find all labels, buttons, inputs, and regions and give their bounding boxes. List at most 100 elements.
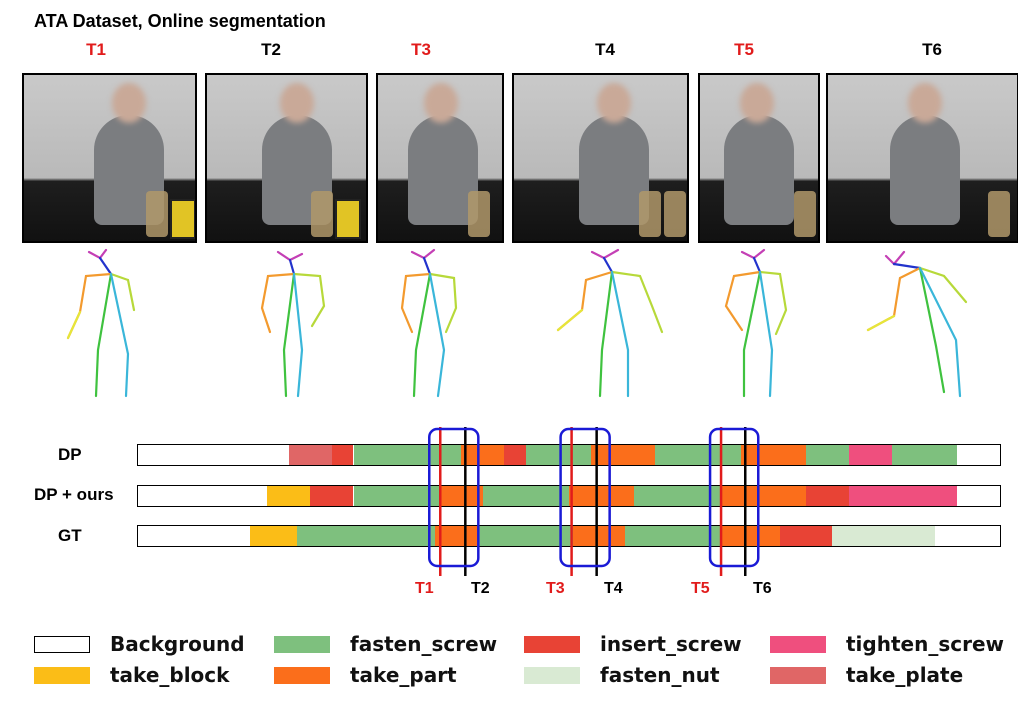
legend-fasten-screw: fasten_screw bbox=[274, 632, 497, 656]
segment-fasten-screw bbox=[353, 445, 462, 465]
jar-object bbox=[639, 191, 661, 237]
marker-label-t4: T4 bbox=[604, 580, 623, 597]
segment-background bbox=[956, 445, 1000, 465]
segment-take-part bbox=[573, 526, 626, 546]
skeleton-t5 bbox=[724, 248, 788, 398]
video-frame-t2 bbox=[205, 73, 368, 243]
time-label-t3: T3 bbox=[411, 40, 431, 59]
row-label-dp-ours: DP + ours bbox=[34, 485, 114, 504]
legend-swatch bbox=[274, 635, 330, 653]
legend-swatch bbox=[770, 666, 826, 684]
video-frame-t1 bbox=[22, 73, 197, 243]
person-figure bbox=[890, 115, 960, 225]
legend-label: take_part bbox=[350, 663, 457, 687]
segment-fasten-screw bbox=[297, 526, 436, 546]
legend-tighten-screw: tighten_screw bbox=[770, 632, 1004, 656]
legend-swatch bbox=[770, 635, 826, 653]
legend-take-block: take_block bbox=[34, 663, 229, 687]
legend-label: fasten_screw bbox=[350, 632, 498, 656]
segment-take-part bbox=[569, 486, 634, 506]
segment-insert-screw bbox=[310, 486, 354, 506]
segment-fasten-screw bbox=[625, 526, 720, 546]
blurred-face bbox=[908, 83, 942, 123]
segment-insert-screw bbox=[780, 526, 832, 546]
highlight-box bbox=[559, 427, 611, 568]
marker-label-t3: T3 bbox=[546, 580, 565, 597]
person-figure bbox=[579, 115, 649, 225]
blurred-face bbox=[280, 83, 314, 123]
jar-object bbox=[146, 191, 168, 237]
person-figure bbox=[408, 115, 478, 225]
highlight-box bbox=[708, 427, 760, 568]
segment-take-block bbox=[267, 486, 311, 506]
marker-label-t1: T1 bbox=[415, 580, 434, 597]
legend-swatch bbox=[34, 635, 90, 653]
legend-swatch bbox=[524, 635, 580, 653]
blurred-face bbox=[597, 83, 631, 123]
legend-swatch bbox=[524, 666, 580, 684]
time-label-t6: T6 bbox=[922, 40, 942, 59]
segment-take-part bbox=[435, 526, 479, 546]
segment-fasten-nut bbox=[831, 526, 936, 546]
segment-background bbox=[138, 486, 268, 506]
video-frame-t3 bbox=[376, 73, 504, 243]
legend-background: Background bbox=[34, 632, 245, 656]
person-figure bbox=[724, 115, 794, 225]
highlight-box bbox=[428, 427, 480, 568]
legend-label: tighten_screw bbox=[846, 632, 1004, 656]
segment-tighten-screw bbox=[849, 486, 957, 506]
segmentation-bar-dp bbox=[137, 444, 1001, 466]
segment-fasten-screw bbox=[482, 486, 569, 506]
segment-take-part bbox=[590, 445, 656, 465]
segment-take-part bbox=[719, 486, 807, 506]
blurred-face bbox=[740, 83, 774, 123]
segment-background bbox=[935, 526, 1000, 546]
skeleton-t3 bbox=[400, 248, 458, 398]
blurred-face bbox=[112, 83, 146, 123]
segment-background bbox=[138, 445, 289, 465]
row-label-dp: DP bbox=[58, 445, 82, 464]
segment-insert-screw bbox=[806, 486, 850, 506]
time-label-t1: T1 bbox=[86, 40, 106, 59]
legend-take-plate: take_plate bbox=[770, 663, 963, 687]
video-frame-t6 bbox=[826, 73, 1018, 243]
legend-swatch bbox=[274, 666, 330, 684]
time-label-t2: T2 bbox=[261, 40, 281, 59]
jar-object bbox=[988, 191, 1010, 237]
toy-object bbox=[170, 199, 195, 239]
segmentation-bar-gt bbox=[137, 525, 1001, 547]
legend-label: take_block bbox=[110, 663, 230, 687]
segment-fasten-screw bbox=[353, 486, 440, 506]
segment-take-part bbox=[719, 526, 781, 546]
time-label-t4: T4 bbox=[595, 40, 615, 59]
legend-fasten-nut: fasten_nut bbox=[524, 663, 720, 687]
blurred-face bbox=[424, 83, 458, 123]
legend-label: fasten_nut bbox=[600, 663, 720, 687]
legend-swatch bbox=[34, 666, 90, 684]
segment-take-part bbox=[439, 486, 483, 506]
jar-object bbox=[311, 191, 333, 237]
segment-fasten-screw bbox=[806, 445, 850, 465]
segment-background bbox=[956, 486, 1000, 506]
skeleton-t1 bbox=[66, 248, 136, 398]
jar-object bbox=[794, 191, 816, 237]
segment-tighten-screw bbox=[849, 445, 893, 465]
segment-fasten-screw bbox=[892, 445, 957, 465]
legend-label: take_plate bbox=[846, 663, 964, 687]
segmentation-bar-dp-ours bbox=[137, 485, 1001, 507]
jar-object bbox=[468, 191, 490, 237]
legend-label: insert_screw bbox=[600, 632, 742, 656]
segment-fasten-screw bbox=[633, 486, 720, 506]
toy-object bbox=[335, 199, 361, 239]
legend-label: Background bbox=[110, 632, 245, 656]
marker-label-t2: T2 bbox=[471, 580, 490, 597]
segment-fasten-screw bbox=[525, 445, 591, 465]
row-label-gt: GT bbox=[58, 526, 82, 545]
jar-object bbox=[664, 191, 686, 237]
segment-insert-screw bbox=[504, 445, 526, 465]
video-frame-t5 bbox=[698, 73, 820, 243]
figure-title: ATA Dataset, Online segmentation bbox=[34, 11, 326, 31]
time-label-t5: T5 bbox=[734, 40, 754, 59]
marker-label-t6: T6 bbox=[753, 580, 772, 597]
